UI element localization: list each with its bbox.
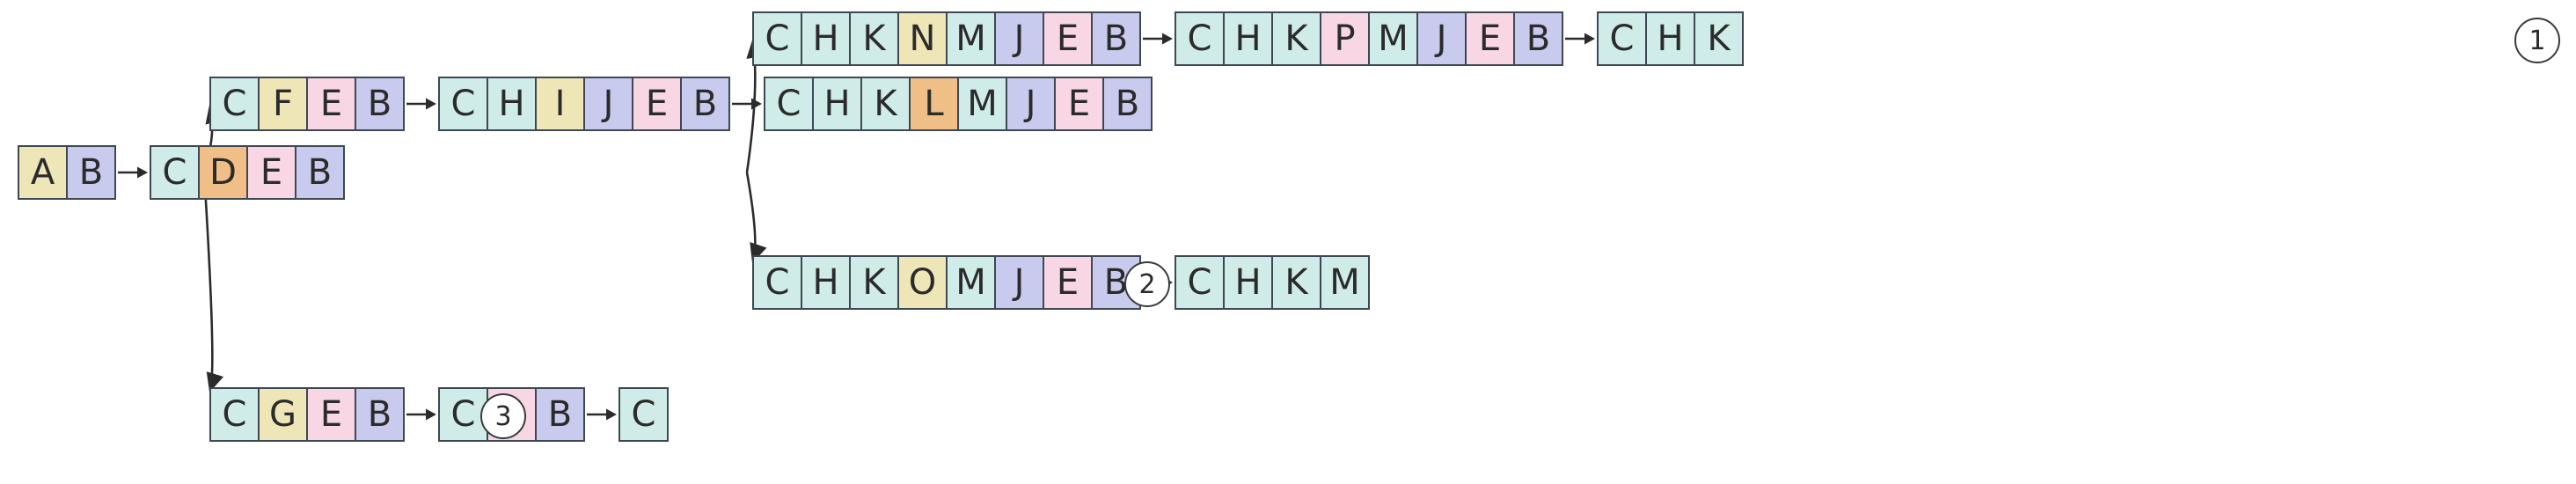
sequence-cell: J: [1416, 11, 1467, 66]
sequence-cell: C: [209, 77, 260, 131]
sequence-cell: H: [1223, 11, 1273, 66]
sequence-cell: K: [1271, 11, 1321, 66]
sequence-cell: C: [618, 387, 669, 442]
branch-tag-2: 2: [1124, 261, 1170, 307]
arrow-icon: [730, 77, 764, 131]
sequence-cell: F: [258, 77, 308, 131]
sequence-cell: E: [1465, 11, 1515, 66]
sequence-cell: M: [1320, 255, 1370, 310]
sequence-row-row-branch-3-bottom: CGEBCEBC: [209, 387, 669, 442]
sequence-cell: C: [150, 145, 200, 200]
sequence-cell: H: [801, 255, 851, 310]
sequence-cell: K: [849, 255, 899, 310]
arrow-icon: [405, 77, 438, 131]
sequence-cell: M: [1368, 11, 1418, 66]
sequence-cell: H: [801, 11, 851, 66]
sequence-cell: P: [1320, 11, 1370, 66]
sequence-cell: M: [946, 255, 996, 310]
arrow-icon: [1563, 11, 1597, 66]
sequence-cell: J: [583, 77, 633, 131]
sequence-cell: C: [209, 387, 260, 442]
sequence-cell: J: [1006, 77, 1056, 131]
sequence-cell: H: [1645, 11, 1695, 66]
sequence-cell: J: [994, 255, 1044, 310]
sequence-cell: B: [66, 145, 116, 200]
sequence-cell: B: [295, 145, 345, 200]
sequence-cell: K: [1694, 11, 1744, 66]
sequence-cell: C: [1175, 11, 1225, 66]
sequence-cell: A: [18, 145, 68, 200]
sequence-cell: B: [355, 77, 405, 131]
sequence-cell: K: [849, 11, 899, 66]
sequence-cell: O: [897, 255, 948, 310]
sequence-cell: E: [1043, 255, 1093, 310]
sequence-cell: M: [957, 77, 1007, 131]
branch-tag-1: 1: [2514, 18, 2560, 63]
sequence-cell: I: [535, 77, 585, 131]
arrow-icon: [405, 387, 438, 442]
sequence-cell: C: [764, 77, 814, 131]
sequence-cell: J: [994, 11, 1044, 66]
sequence-cell: B: [1091, 11, 1141, 66]
sequence-cell: B: [680, 77, 730, 131]
branch-tag-3: 3: [480, 393, 526, 439]
sequence-cell: K: [860, 77, 911, 131]
arrow-icon: [116, 145, 150, 200]
sequence-cell: L: [909, 77, 959, 131]
sequence-cell: B: [1102, 77, 1153, 131]
sequence-cell: E: [246, 145, 296, 200]
sequence-cell: B: [355, 387, 405, 442]
arrow-icon: [1141, 11, 1175, 66]
sequence-cell: E: [306, 77, 356, 131]
sequence-cell: G: [258, 387, 308, 442]
sequence-cell: E: [1054, 77, 1104, 131]
sequence-cell: H: [812, 77, 862, 131]
sequence-cell: E: [306, 387, 356, 442]
sequence-cell: C: [1597, 11, 1647, 66]
sequence-cell: H: [1223, 255, 1273, 310]
sequence-block-b5-3: C: [618, 387, 669, 442]
arrow-icon: [585, 387, 618, 442]
sequence-cell: D: [198, 145, 248, 200]
sequence-cell: C: [438, 77, 488, 131]
fork-edge-fork-trunk-down: [745, 172, 767, 263]
sequence-cell: N: [897, 11, 948, 66]
sequence-cell: C: [438, 387, 488, 442]
sequence-cell: B: [1513, 11, 1563, 66]
sequence-cell: E: [1043, 11, 1093, 66]
sequence-cell: K: [1271, 255, 1321, 310]
sequence-cell: C: [1175, 255, 1225, 310]
sequence-cell: E: [632, 77, 682, 131]
sequence-cell: C: [752, 255, 802, 310]
sequence-cell: H: [487, 77, 537, 131]
fork-edge-fork-root-down: [202, 172, 224, 392]
sequence-cell: M: [946, 11, 996, 66]
sequence-cell: C: [752, 11, 802, 66]
sequence-cell: B: [535, 387, 585, 442]
